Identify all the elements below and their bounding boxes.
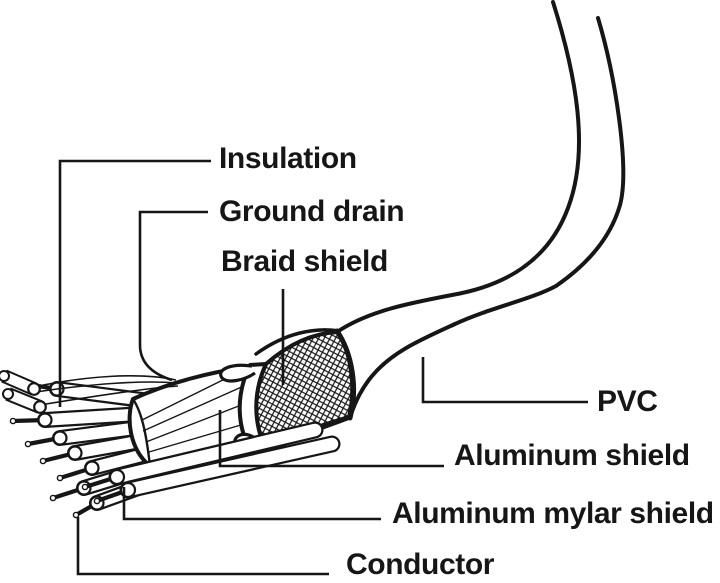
leader-conductor — [76, 517, 329, 576]
label-pvc: PVC — [597, 385, 658, 418]
ground-drain-wires — [0, 369, 179, 414]
leader-ground-drain — [138, 210, 208, 382]
label-aluminum-mylar-shield: Aluminum mylar shield — [392, 497, 714, 530]
label-insulation: Insulation — [219, 142, 357, 175]
leader-aluminum-shield — [218, 410, 444, 468]
cable-jacket-outer-edge — [335, 0, 581, 334]
leader-pvc — [421, 357, 588, 404]
wire — [81, 421, 324, 491]
label-aluminum-shield: Aluminum shield — [454, 439, 690, 472]
cable-jacket — [335, 0, 626, 419]
leader-aluminum-mylar-shield — [122, 487, 381, 521]
braid-collar-hook-top — [219, 363, 256, 383]
leader-lines — [58, 159, 588, 576]
drain-wire-strand — [35, 381, 178, 393]
drain-insulation-tube — [2, 387, 47, 414]
jacket-mouth-edge — [334, 328, 357, 421]
cable-jacket-inner-edge — [348, 16, 626, 419]
braid-shield-section — [219, 328, 357, 459]
label-ground-drain: Ground drain — [219, 195, 405, 228]
shield-cylinder-mouth — [131, 398, 152, 467]
cable-jacket-fill — [337, 2, 624, 417]
braid-top-rim — [254, 328, 341, 356]
drain-wire-strand — [39, 385, 179, 406]
label-conductor: Conductor — [346, 548, 495, 581]
label-braid-shield: Braid shield — [221, 245, 388, 278]
leader-insulation — [58, 159, 211, 407]
drain-insulation-tube — [0, 369, 41, 396]
